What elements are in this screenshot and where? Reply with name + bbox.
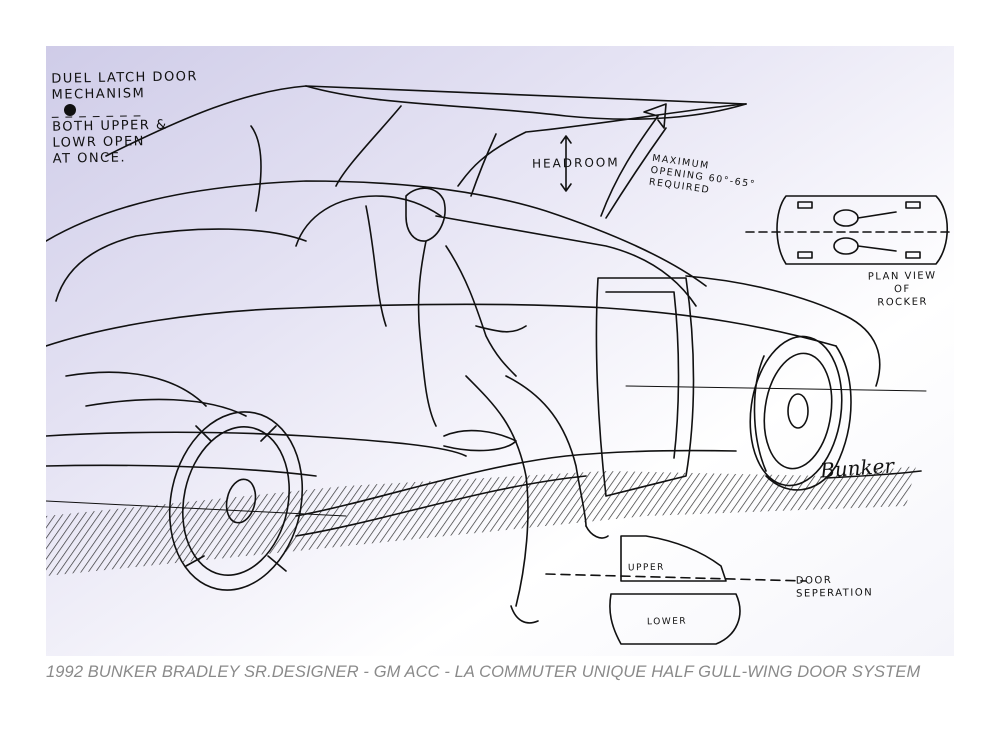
- ground-shadow: [46, 466, 916, 576]
- car-beltline: [46, 303, 837, 347]
- plan-view-rocker: [745, 195, 954, 265]
- rear-wheel: [168, 411, 304, 591]
- opening-arrow: [600, 103, 667, 217]
- lower-label: LOWER: [646, 616, 688, 628]
- ink-blot: [64, 104, 76, 116]
- car-rocker: [295, 449, 737, 517]
- front-wheel: [749, 335, 843, 487]
- headroom-label: HEADROOM: [531, 155, 620, 171]
- sketch-sheet: [46, 46, 954, 656]
- car-hood: [685, 275, 881, 387]
- car-sketch-drawing: [46, 46, 954, 656]
- upper-label: UPPER: [627, 562, 665, 574]
- artist-signature: Bunker: [819, 453, 895, 483]
- door-separation-diagram: [545, 535, 807, 645]
- lower-door-open: [595, 277, 695, 497]
- signature-underline: [825, 470, 922, 479]
- plan-label-line2: OF: [893, 283, 911, 296]
- image-caption: 1992 BUNKER BRADLEY SR.DESIGNER - GM ACC…: [46, 663, 921, 681]
- plan-label-line3: ROCKER: [877, 296, 929, 309]
- plan-label-line1: PLAN VIEW: [867, 270, 937, 283]
- upper-door-top: [105, 85, 747, 157]
- door-label-line2: SEPERATION: [796, 587, 874, 600]
- headroom-arrow: [560, 135, 572, 192]
- figure-leg: [465, 375, 529, 607]
- figure-head: [405, 187, 446, 242]
- car-roofline: [46, 180, 707, 287]
